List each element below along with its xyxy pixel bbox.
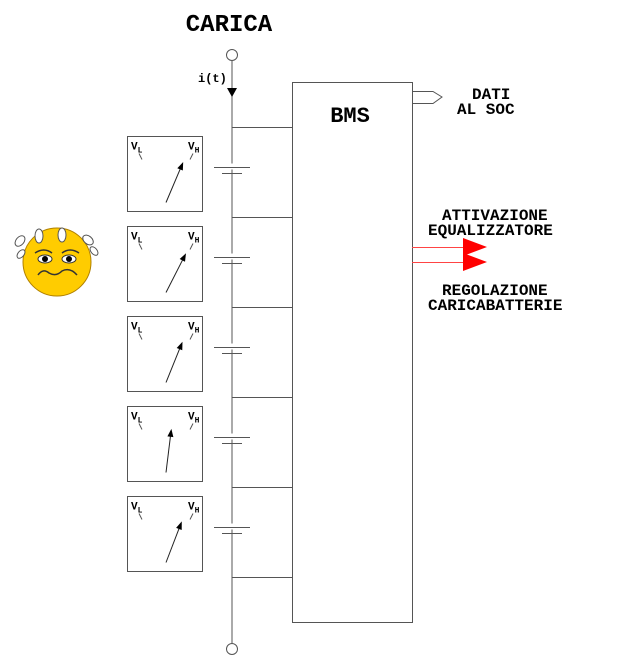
battery-cells: [214, 163, 250, 534]
soc-label-line2: AL SOC: [457, 101, 515, 119]
battery-cell-icon: [214, 163, 250, 174]
high-tick: [189, 423, 194, 430]
current-label: i(t): [198, 72, 227, 86]
voltage-meter: VL VH: [127, 406, 203, 482]
current-arrow-icon: [227, 88, 237, 97]
voltage-meter: VL VH: [127, 496, 203, 572]
needle-arrow-icon: [176, 521, 182, 530]
voltage-meter: VL VH: [127, 136, 203, 212]
meter-low-label: VL: [131, 142, 143, 156]
voltage-meters: VL VH VL VH VL VH VL VH VL VH: [127, 136, 203, 572]
low-tick: [138, 513, 143, 520]
needle-arrow-icon: [177, 161, 184, 171]
battery-cell-icon: [214, 433, 250, 444]
low-tick: [138, 153, 143, 160]
meter-needle: [165, 254, 186, 293]
meter-high-label: VH: [188, 322, 200, 336]
meter-needle: [165, 430, 172, 473]
battery-cell-icon: [214, 523, 250, 534]
low-tick: [138, 423, 143, 430]
high-tick: [189, 333, 194, 340]
equalizer-arrow-icon: [463, 238, 487, 256]
title: CARICA: [186, 12, 273, 39]
bottom-terminal: [226, 643, 238, 655]
meter-high-label: VH: [188, 142, 200, 156]
bms-box: [292, 82, 413, 623]
voltage-meter: VL VH: [127, 226, 203, 302]
needle-arrow-icon: [167, 428, 174, 438]
low-tick: [138, 243, 143, 250]
charger-label-line1: REGOLAZIONE: [442, 282, 548, 300]
high-tick: [189, 153, 194, 160]
battery-cell-icon: [214, 253, 250, 264]
bms-label: BMS: [330, 104, 370, 129]
top-terminal: [226, 49, 238, 61]
meter-needle: [165, 523, 182, 563]
high-tick: [189, 513, 194, 520]
equalizer-label-line2: EQUALIZZATORE: [428, 222, 553, 240]
charger-arrow-icon: [463, 253, 487, 271]
high-tick: [189, 243, 194, 250]
soc-output-arrow-icon: [412, 91, 443, 104]
battery-cell-icon: [214, 343, 250, 354]
meter-high-label: VH: [188, 412, 200, 426]
worried-face-icon: [14, 227, 99, 297]
meter-low-label: VL: [131, 412, 143, 426]
meter-needle: [165, 163, 183, 203]
soc-label-line1: DATI: [472, 86, 510, 104]
meter-low-label: VL: [131, 322, 143, 336]
meter-needle: [165, 343, 183, 383]
low-tick: [138, 333, 143, 340]
needle-arrow-icon: [179, 253, 186, 262]
meter-high-label: VH: [188, 232, 200, 246]
needle-arrow-icon: [176, 341, 183, 351]
charger-label-line2: CARICABATTERIE: [428, 297, 562, 315]
cell-connectors: [232, 127, 292, 578]
meter-low-label: VL: [131, 502, 143, 516]
equalizer-label-line1: ATTIVAZIONE: [442, 207, 548, 225]
meter-low-label: VL: [131, 232, 143, 246]
voltage-meter: VL VH: [127, 316, 203, 392]
meter-high-label: VH: [188, 502, 200, 516]
